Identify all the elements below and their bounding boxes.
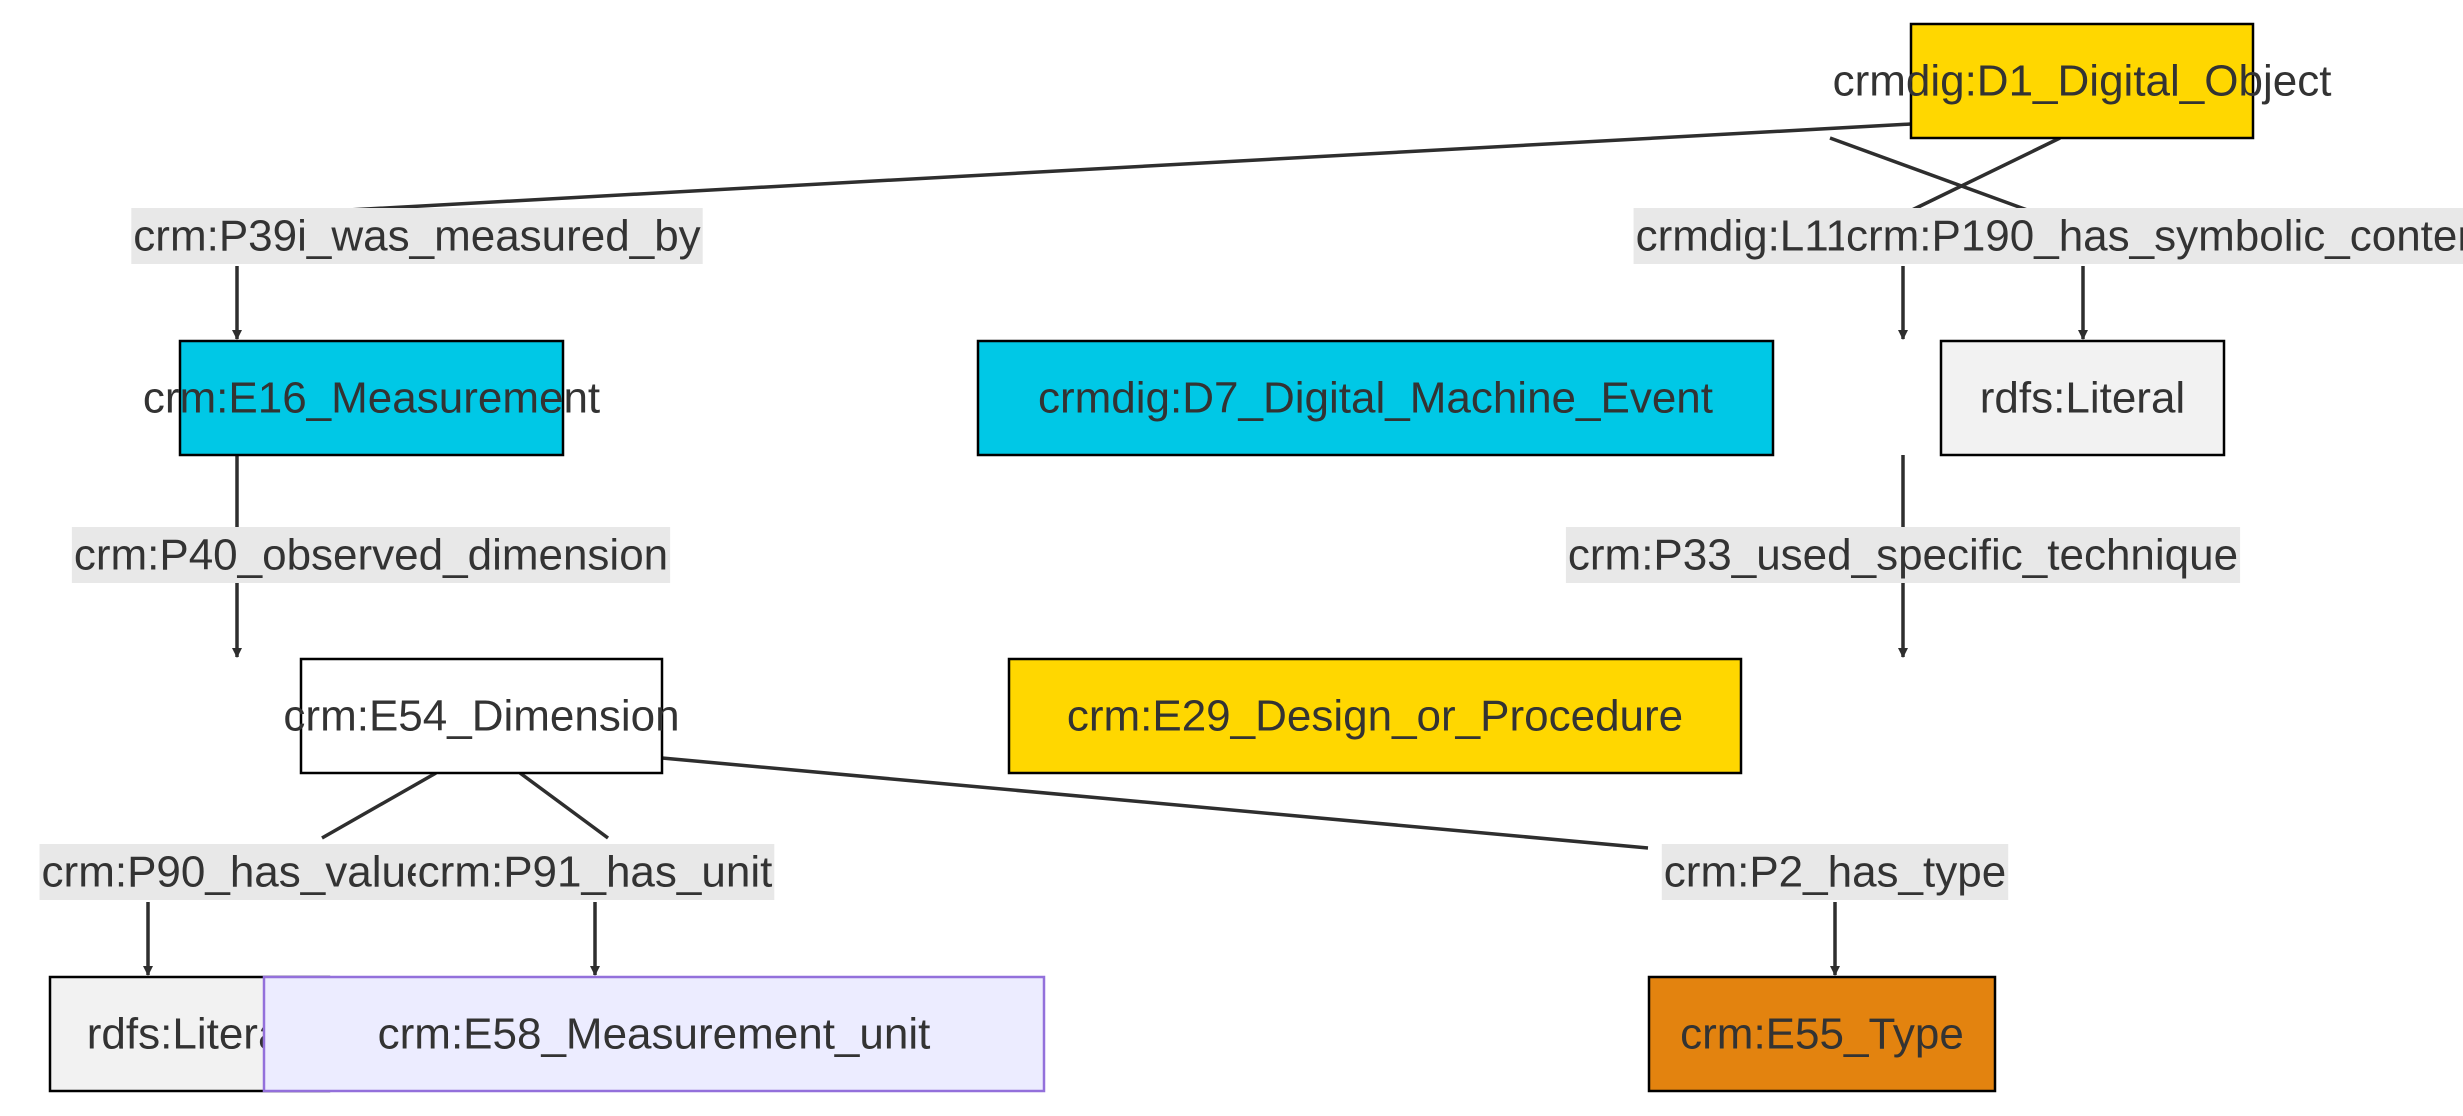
edge-line (518, 771, 610, 840)
edge-label-text: crm:P91_has_unit (418, 848, 773, 897)
edge-label-text: crm:P90_has_value (42, 848, 431, 897)
edge-line (661, 756, 1649, 850)
node-machine-event: crmdig:D7_Digital_Machine_Event (976, 339, 1775, 457)
node-box (976, 339, 1775, 457)
edge-label-background (415, 844, 775, 900)
node-label: rdfs:Literal (1980, 374, 2185, 423)
edge-label: crm:P39i_was_measured_by (131, 208, 703, 264)
node-dimension: crm:E54_Dimension (283, 657, 680, 775)
edge-line (1829, 136, 2031, 213)
edge-label: crm:P40_observed_dimension (71, 527, 671, 583)
edge-dimension-to-measurement-unit (518, 771, 610, 976)
nodes-layer: crmdig:D1_Digital_Object crm:E16_Measurem… (48, 22, 2332, 1093)
node-box (1939, 339, 2226, 457)
edge-label-text: crm:P2_has_type (1664, 848, 2006, 897)
node-digital-object: crmdig:D1_Digital_Object (1833, 22, 2332, 140)
edges-layer (143, 122, 2088, 976)
edge-label: crm:P33_used_specific_technique (1565, 527, 2241, 583)
edge-labels-layer: crm:P39i_was_measured_bycrmdig:L11i_was_… (39, 208, 2463, 900)
node-measurement-unit: crm:E58_Measurement_unit (262, 975, 1046, 1093)
edge-label-background (131, 208, 703, 264)
edge-line (329, 122, 1912, 213)
edge-digital-object-to-measurement (232, 122, 1912, 340)
node-box (262, 975, 1046, 1093)
node-box (1647, 975, 1997, 1093)
edge-label-background (1661, 844, 2009, 900)
node-box (178, 339, 565, 457)
node-measurement: crm:E16_Measurement (143, 339, 600, 457)
edge-label-text: crm:P40_observed_dimension (74, 531, 668, 580)
edge-digital-object-to-literal-top (1829, 136, 2088, 340)
node-label: crm:E16_Measurement (143, 374, 600, 423)
edge-label-text: crm:P190_has_symbolic_content (1846, 212, 2463, 261)
edge-label: crm:P90_has_value (39, 844, 433, 900)
node-label: crm:E55_Type (1680, 1010, 1964, 1059)
edge-label-background (1843, 208, 2463, 264)
node-label: crmdig:D7_Digital_Machine_Event (1038, 374, 1713, 423)
node-label: crm:E58_Measurement_unit (378, 1010, 931, 1059)
edge-line (321, 771, 437, 840)
node-box (1909, 22, 2255, 140)
node-label: rdfs:Literal (87, 1010, 292, 1059)
node-box (1007, 657, 1743, 775)
edge-label-text: crm:P33_used_specific_technique (1568, 531, 2238, 580)
edge-dimension-to-literal-bottom (143, 771, 437, 976)
node-design-procedure: crm:E29_Design_or_Procedure (1007, 657, 1743, 775)
edge-label-background (39, 844, 433, 900)
edge-label-background (71, 527, 671, 583)
node-label: crm:E29_Design_or_Procedure (1067, 692, 1683, 741)
node-label: crm:E54_Dimension (283, 692, 679, 741)
edge-line (1909, 136, 2061, 213)
edge-label: crm:P2_has_type (1661, 844, 2009, 900)
node-literal-top: rdfs:Literal (1939, 339, 2226, 457)
edge-label: crm:P91_has_unit (415, 844, 775, 900)
edge-label: crm:P190_has_symbolic_content (1843, 208, 2463, 264)
edge-label-text: crm:P39i_was_measured_by (133, 212, 700, 261)
edge-dimension-to-type (661, 756, 1840, 976)
node-label: crmdig:D1_Digital_Object (1833, 57, 2332, 106)
edge-label-background (1565, 527, 2241, 583)
node-type: crm:E55_Type (1647, 975, 1997, 1093)
edge-digital-object-to-machine-event (1898, 136, 2061, 340)
node-box (299, 657, 664, 775)
